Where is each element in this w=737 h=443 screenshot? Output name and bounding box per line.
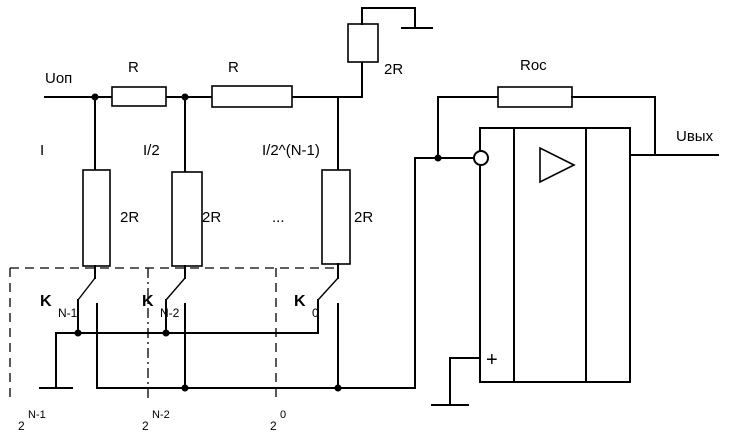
inverting-input-circle-icon (473, 150, 489, 166)
current-label-1: I (40, 142, 44, 159)
shunt-resistor-2 (171, 171, 203, 267)
bit-exp-2: N-2 (152, 409, 170, 421)
shunt-2r-label-2: 2R (202, 209, 221, 226)
current-label-2: I/2 (143, 142, 160, 159)
shunt-resistor-3 (321, 169, 351, 265)
node-dot-5 (181, 384, 189, 392)
switch-sub-1: N-1 (58, 306, 78, 320)
feedback-label: Roc (520, 57, 547, 74)
series-r-label-2: R (228, 59, 239, 76)
ellipsis-label: ... (272, 209, 285, 226)
series-r-label-1: R (128, 59, 139, 76)
node-dot-4 (162, 329, 170, 337)
bit-base-2: 2 (142, 419, 149, 433)
bit-base-3: 2 (270, 419, 277, 433)
switch-label-2: K (142, 293, 154, 310)
input-label: Uоп (45, 70, 72, 87)
bit-exp-1: N-1 (28, 409, 46, 421)
switch-label-1: K (40, 293, 52, 310)
plus-input-label: + (486, 349, 498, 371)
top-2r-label: 2R (384, 61, 403, 78)
shunt-resistor-1 (82, 169, 111, 267)
shunt-2r-label-1: 2R (120, 209, 139, 226)
top-2r-resistor (347, 23, 379, 63)
bit-base-1: 2 (18, 419, 25, 433)
op-amp (473, 127, 631, 383)
node-dot-6 (334, 384, 342, 392)
switch-3 (317, 277, 339, 389)
switch-sub-3: 0 (312, 306, 319, 320)
control-lines (9, 267, 340, 402)
node-dot-3 (74, 329, 82, 337)
triangle-amplifier-icon (539, 146, 576, 184)
switch-sub-2: N-2 (160, 306, 180, 320)
series-resistor-1 (111, 86, 167, 107)
switch-2 (165, 277, 186, 389)
plus-input-ground (431, 357, 481, 406)
top-2r-branch (337, 7, 433, 171)
shunt-2r-label-3: 2R (354, 209, 373, 226)
current-label-3: I/2^(N-1) (262, 142, 320, 159)
series-resistor-2 (211, 85, 293, 108)
switch-label-3: K (294, 293, 306, 310)
switch-1 (77, 277, 98, 389)
bit-exp-3: 0 (280, 409, 286, 421)
feedback-resistor (497, 86, 573, 108)
output-label: Uвых (676, 128, 714, 145)
feedback-branch (437, 86, 656, 159)
